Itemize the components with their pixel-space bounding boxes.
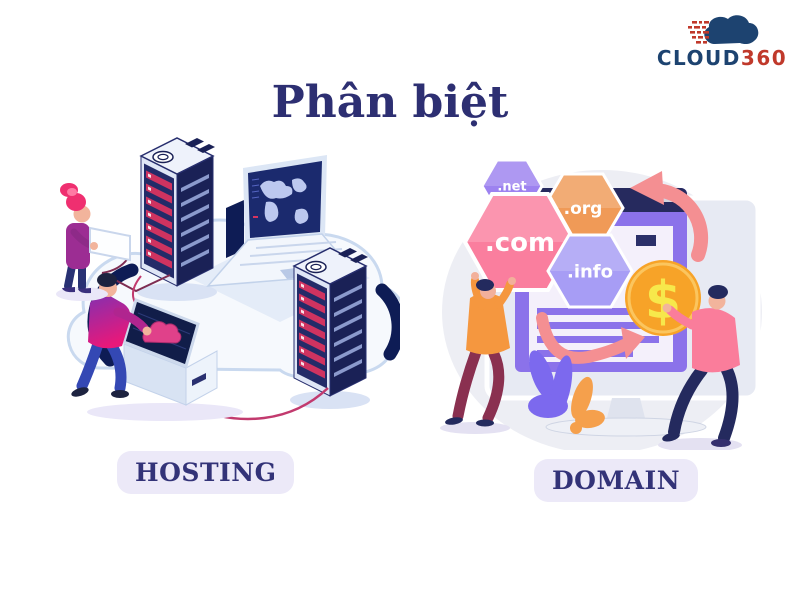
domain-illustration: .net .org .com .info $ [440,158,762,450]
tld-info-label: .info [567,261,613,282]
logo-text: CLOUD360 [656,48,788,68]
server-tower-icon [290,247,370,409]
cloud360-logo-icon [688,15,759,45]
person-holding-tld-figure [445,272,516,427]
page-title: Phân biệt [271,77,509,129]
world-map [260,178,309,224]
server-tower-icon [137,137,217,301]
tld-org-label: .org [564,199,603,219]
woman-with-laptop-figure [60,183,131,294]
refresh-arrow-icon [536,312,645,364]
laptop-world-map-icon [206,155,358,287]
domain-label: DOMAIN [534,459,699,502]
tld-hexagon-info: .info [546,233,634,309]
plant-icon [528,350,605,434]
refresh-arrow-icon [630,171,709,262]
dollar-sign: $ [645,271,681,331]
hosting-label: HOSTING [117,451,295,494]
speed-lines [688,21,709,44]
person-holding-coin-figure [662,285,740,447]
figure-shadow [440,422,510,434]
hosting-illustration [56,137,400,421]
figure-shadow [87,403,243,421]
tld-com-label: .com [485,228,555,258]
logo-name: CLOUD [656,46,741,70]
tld-net-label: .net [497,180,526,195]
laptop-icon [89,226,131,262]
brand-logo: CLOUD360 [656,14,788,68]
logo-number: 360 [740,46,788,70]
